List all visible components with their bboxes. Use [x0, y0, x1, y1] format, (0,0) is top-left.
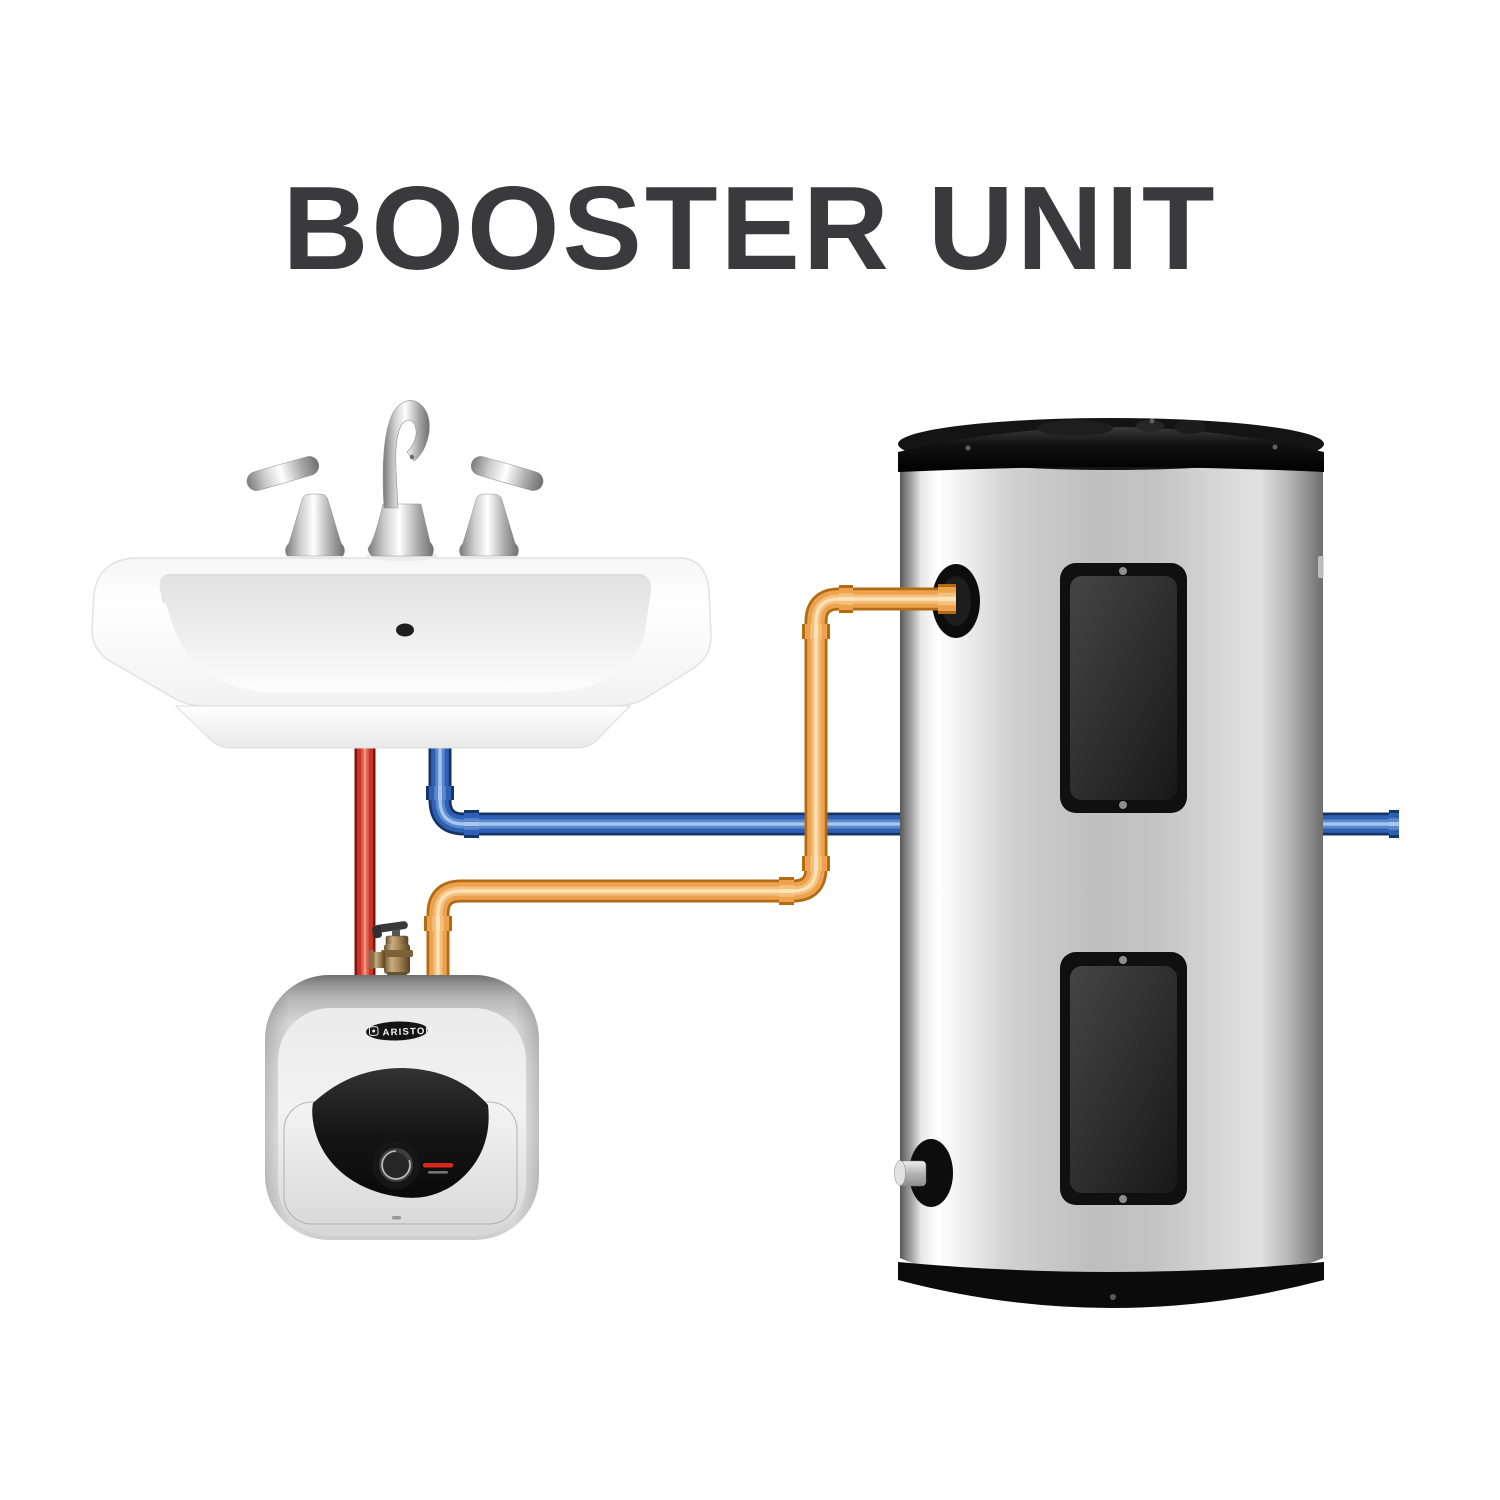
- sink-skirt: [174, 705, 632, 749]
- booster-water-heater: ARISTON: [265, 975, 539, 1240]
- tank-top-fittings: [1037, 418, 1206, 436]
- thermostat-knob: [372, 1141, 420, 1189]
- relief-valve: [369, 921, 413, 980]
- panel-screw: [1119, 1195, 1127, 1203]
- faucet-right-handle-base: [459, 493, 519, 557]
- tank-side-notch: [1318, 556, 1324, 578]
- lower-access-panel: [1060, 952, 1187, 1205]
- panel-screw: [1119, 801, 1127, 809]
- storage-water-heater-tank: [894, 418, 1324, 1308]
- upper-access-panel: [1060, 563, 1187, 813]
- valve-lever-hook: [372, 925, 382, 939]
- tank-top-band: [898, 427, 1324, 472]
- brand-badge: ARISTON: [366, 1021, 434, 1041]
- pedestal-sink: [91, 400, 712, 749]
- diagram-title: BOOSTER UNIT: [282, 162, 1218, 295]
- thermo-mark: [428, 1171, 448, 1174]
- faucet-left-handle-lever: [246, 456, 320, 491]
- tank-body: [900, 455, 1323, 1286]
- ariston-logo: [368, 1026, 379, 1036]
- drain-valve: [894, 1139, 953, 1207]
- faucet: [246, 400, 544, 561]
- knob-dial-marking: [381, 1150, 411, 1180]
- faucet-spout-base: [367, 503, 434, 557]
- faucet-right-handle-lever: [470, 456, 544, 491]
- tank-bottom-band: [898, 1262, 1324, 1308]
- panel-screw: [1119, 956, 1127, 964]
- bottom-band-screw: [1110, 1294, 1116, 1300]
- faucet-spout: [382, 400, 430, 509]
- valve-lever: [374, 921, 408, 933]
- overflow-hole: [396, 623, 414, 637]
- brand-label: ARISTON: [382, 1026, 433, 1039]
- panel-screw: [1119, 567, 1127, 575]
- faucet-outlet: [409, 454, 415, 460]
- vent-mark: [392, 1216, 401, 1220]
- band-screw: [965, 445, 971, 451]
- faucet-left-handle-base: [285, 493, 345, 557]
- band-screw: [1272, 444, 1278, 450]
- power-indicator-line: [423, 1163, 453, 1168]
